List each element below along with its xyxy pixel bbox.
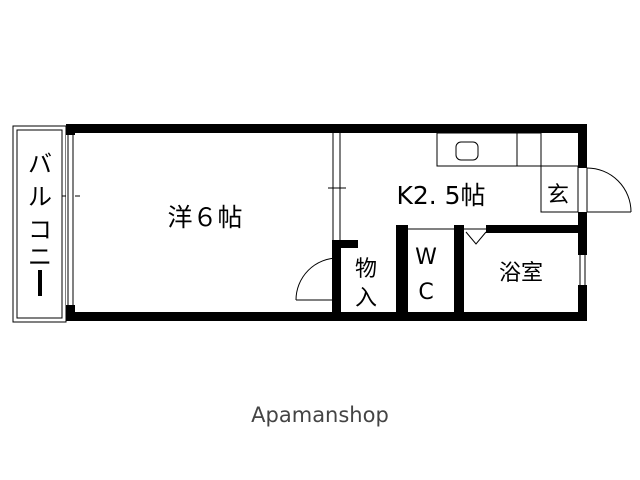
western-room-label: 洋６帖	[167, 203, 242, 232]
watermark: Apamanshop	[251, 403, 389, 427]
balcony-window	[66, 135, 75, 305]
balcony-char-4: ニ	[28, 243, 52, 271]
wall-right-upper	[578, 124, 587, 168]
storage-label-top: 物	[355, 257, 377, 282]
wall-bottom	[66, 312, 587, 321]
partition-western-kitchen	[328, 124, 346, 321]
entrance-door-swing	[586, 167, 632, 213]
sink-icon	[455, 141, 479, 161]
balcony-inner-line	[16, 129, 63, 319]
storage-label-bottom: 入	[355, 286, 377, 311]
wall-top	[66, 124, 587, 133]
kitchen-label: K2. 5帖	[396, 181, 485, 210]
bath-window	[578, 255, 587, 285]
wc-label-top: W	[415, 245, 437, 270]
entrance-label: 玄	[547, 183, 569, 208]
inner-walls	[336, 225, 587, 321]
balcony-char-5-bar	[38, 270, 42, 296]
bath-door-mark	[465, 231, 487, 245]
balcony-char-1: バ	[28, 150, 52, 178]
bath-label: 浴室	[499, 261, 543, 286]
outer-walls	[66, 124, 587, 321]
storage-door	[295, 257, 339, 301]
balcony-char-2: ル	[28, 183, 52, 211]
kitchen-counter	[436, 132, 542, 167]
entrance	[540, 133, 632, 213]
balcony-char-3: コ	[28, 216, 52, 244]
wc-label-bottom: C	[418, 280, 433, 305]
